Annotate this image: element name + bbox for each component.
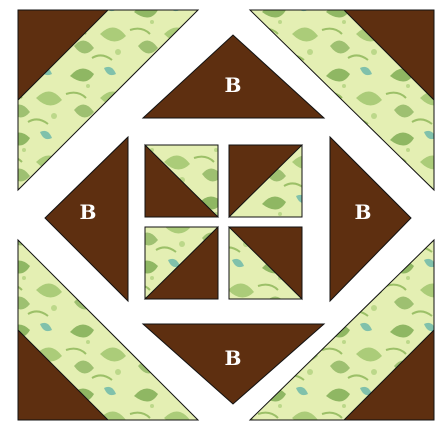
b-label-right: B: [355, 200, 372, 224]
b-label-bottom: B: [225, 346, 242, 370]
b-label-top: B: [225, 73, 242, 97]
center-hst-bottom-left: [145, 227, 218, 299]
center-hst-top-left: [145, 145, 218, 217]
center-hst-bottom-right: [229, 227, 302, 299]
center-hst-top-right: [229, 145, 302, 217]
b-label-left: B: [80, 200, 97, 224]
